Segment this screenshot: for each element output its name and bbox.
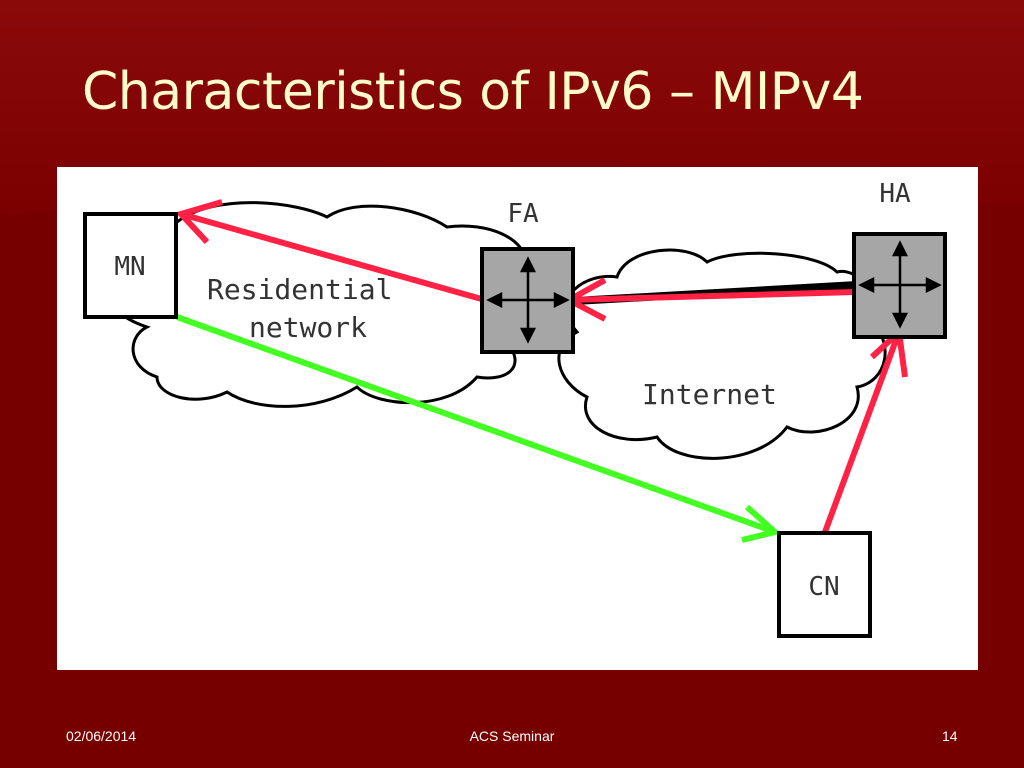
fa-router: FA [480,199,575,354]
red-path-cn-ha [822,330,902,534]
red-path-fa-mn [180,211,486,303]
internet-cloud [557,248,887,460]
red-arrowhead-mn [175,199,223,245]
internet-label: Internet [642,378,777,411]
fa-label: FA [507,199,539,229]
green-path-mn-cn [175,314,777,535]
slide-title: Characteristics of IPv6 – MIPv4 [82,62,864,122]
router-arrows-icon [858,240,942,329]
cn-label: CN [808,572,839,602]
red-path-ha-fa [568,289,856,303]
router-arrows-icon [486,256,570,344]
diagram-figure: MN FA [57,167,978,670]
footer-date: 02/06/2014 [66,728,137,744]
footer-title: ACS Seminar [469,728,555,744]
cn-node: CN [777,531,872,638]
green-arrowhead-cn [741,504,782,543]
residential-label-line1: Residential [207,273,392,306]
ha-router: HA [852,179,947,339]
residential-cloud [99,201,542,408]
mn-label: MN [114,252,145,282]
ha-label: HA [879,179,911,209]
footer-page-number: 14 [942,728,958,744]
mn-node: MN [83,212,178,319]
residential-label-line2: network [249,311,367,344]
